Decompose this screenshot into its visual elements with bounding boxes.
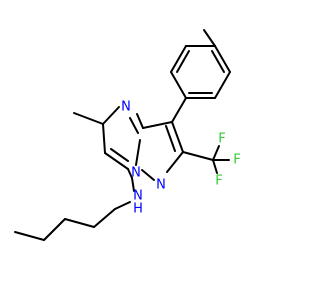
- atom-n-amine: N: [133, 189, 143, 204]
- bond-cf3-ftop: [212, 145, 220, 161]
- bond-chain-3: [64, 218, 95, 228]
- bond-chain-2: [93, 208, 116, 228]
- bond-c6-c7: [104, 152, 129, 170]
- bond-c3-c2b: [165, 125, 176, 152]
- atom-f-bottom: F: [215, 174, 222, 189]
- bond-tolyl-4: [214, 45, 231, 73]
- bond-tolyl-methyl: [203, 29, 216, 47]
- molecule-diagram: N N N N H F F F: [0, 0, 300, 300]
- bond-tolyl-c3: [171, 97, 187, 123]
- atom-n-bridge: N: [131, 166, 141, 181]
- atom-f-top: F: [218, 132, 225, 147]
- bond-tolyl-2b: [176, 50, 190, 73]
- bond-tolyl-2: [170, 45, 187, 73]
- bond-c3a-n4b: [129, 117, 139, 134]
- atom-h-amine: H: [133, 202, 143, 217]
- bond-chain-5: [14, 231, 45, 241]
- atom-n-pyrazole: N: [156, 178, 166, 193]
- bond-c5-methyl: [73, 112, 104, 125]
- bond-c6-c7b: [110, 148, 129, 162]
- bond-tolyl-5: [214, 71, 231, 99]
- atom-labels: N N N N H F F F: [121, 100, 241, 217]
- bond-c3-c3a: [142, 121, 173, 129]
- bond-tolyl-1: [170, 71, 187, 99]
- bond-c7-n7a: [127, 168, 133, 179]
- bond-chain-4: [43, 218, 66, 241]
- bonds: [14, 29, 231, 241]
- atom-f-right: F: [233, 153, 240, 168]
- bond-c5-c6: [102, 123, 106, 154]
- bond-c2-cf3: [182, 151, 214, 161]
- bond-c3a-n4: [136, 113, 144, 129]
- atom-n-ring: N: [121, 100, 131, 115]
- bond-cf3-fbottom: [212, 159, 218, 174]
- bond-n1-n7a: [141, 169, 155, 181]
- bond-n7a-c3a: [135, 139, 141, 166]
- background: [0, 0, 300, 300]
- bond-n4-c5: [102, 106, 120, 125]
- bond-c3-c2: [171, 121, 184, 153]
- bond-tolyl-4b: [211, 50, 225, 73]
- bond-amine-chain-1: [114, 201, 131, 210]
- bond-c2-n1: [166, 151, 184, 173]
- bond-c7-namine: [131, 177, 135, 192]
